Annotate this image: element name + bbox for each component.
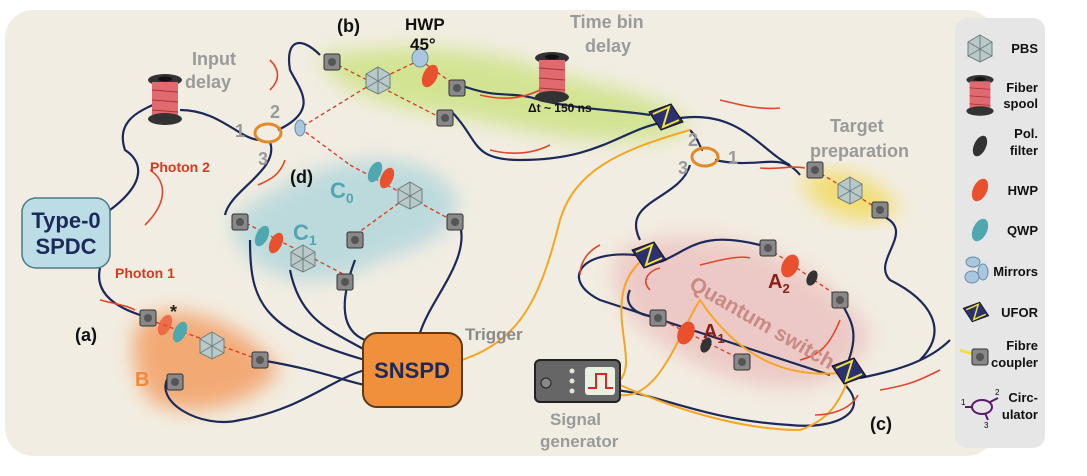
input-delay-fiber-spool: [147, 73, 183, 126]
a1-label: A1: [703, 321, 725, 346]
circulator-port-3: 3: [984, 421, 989, 430]
fibre-coupler: [759, 239, 777, 257]
target-circulator: [690, 146, 720, 168]
pol-filter-icon: [972, 135, 988, 157]
mirror: [294, 119, 306, 137]
spdc-label-line2: SPDC: [35, 234, 96, 259]
pol-filter-a2: [806, 270, 818, 286]
signal-generator: [534, 359, 621, 403]
switch-glow: [613, 236, 870, 388]
time-bin-fiber-spool: [534, 51, 570, 104]
legend-mirrors-label: Mirrors: [993, 264, 1038, 279]
circulator-port-2: 2: [995, 388, 1000, 397]
fibre-coupler: [139, 309, 157, 327]
fibre-coupler: [831, 291, 849, 309]
legend-coupler-label-line2: coupler: [991, 355, 1038, 370]
circulator2-port1: 1: [728, 148, 738, 168]
c1-label: C1: [293, 220, 317, 248]
legend-spool-label-line1: Fiber: [1006, 80, 1038, 95]
photon1-label: Photon 1: [115, 265, 175, 281]
fibre-coupler: [446, 213, 464, 231]
photon-direction-arrows: [99, 59, 941, 416]
input-circulator: [253, 122, 283, 144]
c0-label: C0: [330, 178, 354, 206]
hwp-45: [421, 64, 439, 88]
fibre-coupler: [323, 53, 341, 71]
hwp45-label-line1: HWP: [405, 15, 445, 34]
panel-label-d: (d): [290, 167, 313, 187]
circulator1-port3: 3: [258, 149, 268, 169]
hwp-b: [157, 314, 173, 336]
fibre-coupler: [336, 273, 354, 291]
fibre-coupler: [871, 201, 889, 219]
b-label: B: [135, 369, 149, 391]
fibre-coupler: [436, 109, 454, 127]
spdc-label-line1: Type-0: [31, 208, 100, 233]
circulator-port-1: 1: [961, 398, 966, 407]
input-delay-label-line2: delay: [185, 72, 231, 92]
legend-ufor-label: UFOR: [1001, 305, 1038, 320]
legend-spool-label-line2: spool: [1003, 96, 1038, 111]
spdc-source: [21, 197, 111, 269]
fibre-coupler: [166, 373, 184, 391]
snspd-detector: [362, 332, 463, 408]
snspd-label: SNSPD: [374, 358, 450, 383]
fibre-coupler-icon: [959, 348, 989, 366]
circulator1-port2: 2: [270, 102, 280, 122]
legend-coupler-label-line1: Fibre: [1006, 338, 1038, 353]
hwp-a2: [781, 254, 799, 278]
trigger-lines: [461, 129, 849, 432]
fibre-coupler: [733, 353, 751, 371]
qwp-icon: [971, 218, 989, 242]
delta-t-label: Δt ~ 150 ns: [528, 101, 592, 115]
legend-qwp-label: QWP: [1007, 223, 1038, 238]
legend-polfilter-label-line2: filter: [1010, 143, 1038, 158]
fibre-coupler: [649, 309, 667, 327]
fibre-coupler: [346, 231, 364, 249]
fiber-spool-icon: [966, 74, 995, 117]
fibers: [97, 42, 951, 427]
fibre-coupler: [231, 213, 249, 231]
fibre-coupler: [448, 79, 466, 97]
legend-pbs-label: PBS: [1011, 41, 1038, 56]
hwp-a1: [677, 321, 695, 345]
panel-label-c: (c): [870, 414, 892, 434]
panel-label-b: (b): [337, 16, 360, 36]
hwp-c0: [379, 167, 395, 189]
hwp45-label-line2: 45°: [410, 35, 436, 54]
legend-circulator-label-line2: ulator: [1002, 407, 1038, 422]
mirror: [411, 48, 429, 68]
star-label: *: [170, 302, 177, 322]
qwp-b: [172, 321, 188, 343]
panel-label-a: (a): [75, 325, 97, 345]
circulator-icon: 1 2 3: [961, 388, 1000, 430]
a2-label: A2: [768, 271, 790, 296]
circulator2-port3: 3: [678, 158, 688, 178]
legend: PBS Fiber spool Pol. filter HWP QWP Mirr…: [955, 18, 1045, 448]
trigger-label: Trigger: [465, 325, 523, 344]
target-preparation-label-line1: Target: [830, 116, 884, 136]
pol-filter-a1: [700, 337, 712, 353]
target-preparation-label-line2: preparation: [810, 141, 909, 161]
signal-generator-label-line2: generator: [540, 432, 619, 451]
signal-generator-label-line1: Signal: [550, 410, 601, 429]
circulator2-port2: 2: [688, 130, 698, 150]
legend-hwp-label: HWP: [1008, 183, 1039, 198]
legend-polfilter-label-line1: Pol.: [1014, 126, 1038, 141]
photon2-label: Photon 2: [150, 159, 210, 175]
time-bin-delay-label-line1: Time bin: [570, 12, 644, 32]
input-delay-label-line1: Input: [192, 49, 236, 69]
fibre-coupler: [806, 161, 824, 179]
fibre-coupler: [251, 351, 269, 369]
legend-circulator-label-line1: Circ-: [1008, 390, 1038, 405]
mirrors-icon: [964, 256, 989, 284]
hwp-icon: [971, 178, 989, 202]
hwp-c1: [268, 232, 284, 254]
time-bin-delay-label-line2: delay: [585, 36, 631, 56]
circulator1-port1: 1: [235, 121, 245, 141]
qwp-c0: [367, 161, 383, 183]
qwp-c1: [254, 225, 270, 247]
